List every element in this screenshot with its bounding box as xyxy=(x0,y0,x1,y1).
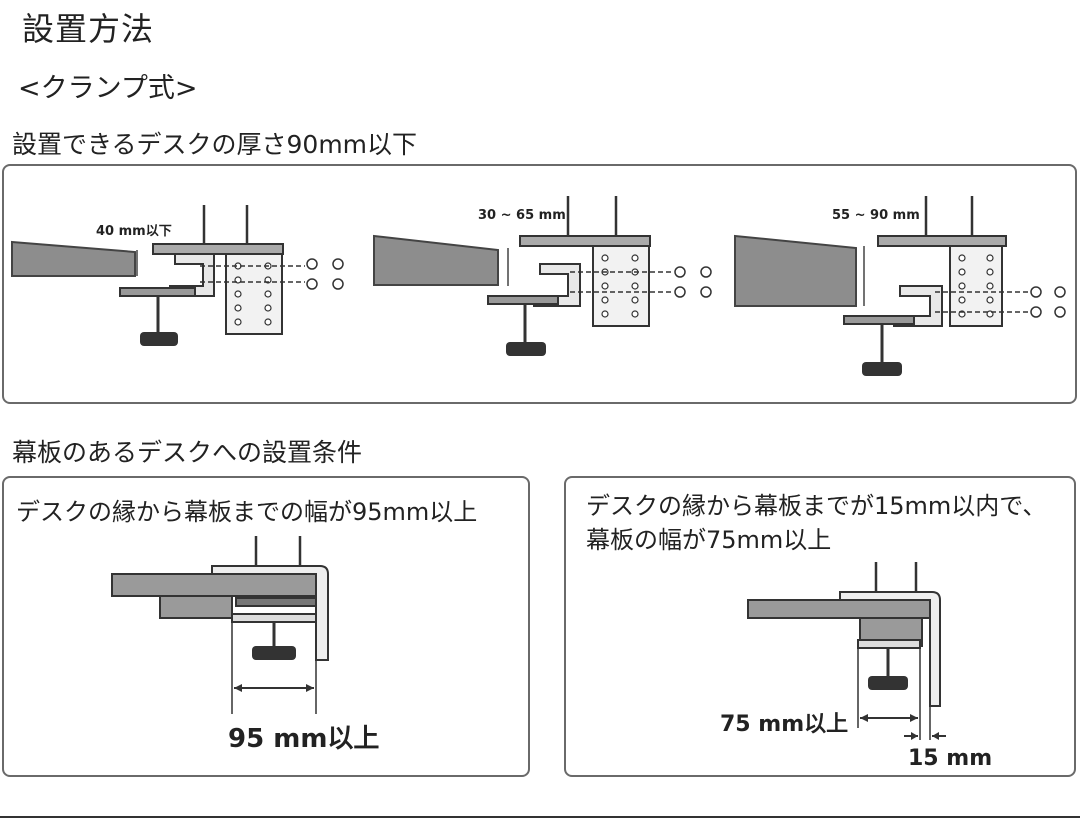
apron-width-panel xyxy=(2,476,530,777)
section-apron-heading: 幕板のあるデスクへの設置条件 xyxy=(12,438,363,467)
variant-3-label: 55 ~ 90 mm xyxy=(832,208,920,223)
apron-offset-width-dimension: 75 mm以上 xyxy=(720,712,849,737)
apron-offset-caption-line1: デスクの縁から幕板までが15mm以内で、 xyxy=(586,492,1047,520)
page-subtitle: <クランプ式> xyxy=(18,73,198,104)
variant-1-label: 40 mm以下 xyxy=(96,224,172,239)
apron-offset-panel xyxy=(564,476,1076,777)
bottom-divider xyxy=(0,816,1080,818)
apron-width-caption: デスクの縁から幕板までの幅が95mm以上 xyxy=(16,498,478,526)
apron-offset-gap-dimension: 15 mm xyxy=(908,746,993,771)
apron-offset-caption-line2: 幕板の幅が75mm以上 xyxy=(586,526,832,554)
apron-width-dimension: 95 mm以上 xyxy=(228,724,380,754)
variant-2-label: 30 ~ 65 mm xyxy=(478,208,566,223)
page-title: 設置方法 xyxy=(22,10,155,48)
section-thickness-heading: 設置できるデスクの厚さ90mm以下 xyxy=(12,130,418,159)
